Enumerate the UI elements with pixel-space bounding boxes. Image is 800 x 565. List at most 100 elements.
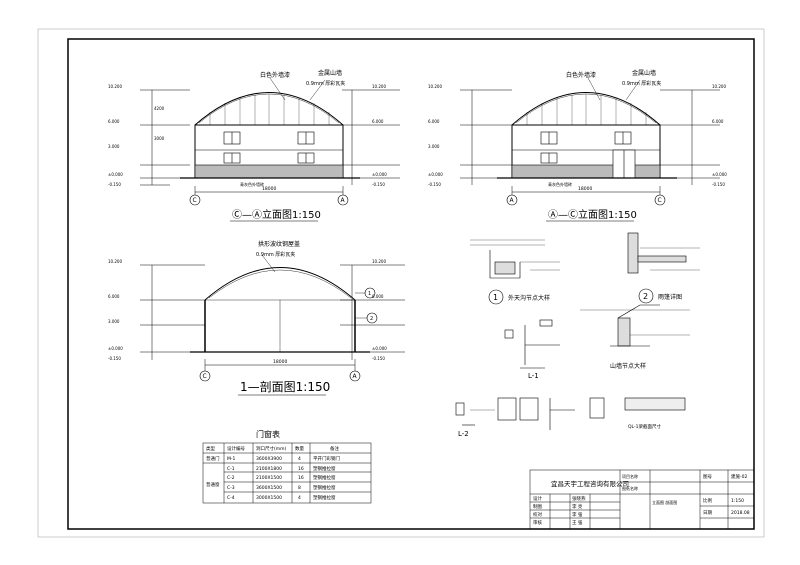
sec-callout-2: 2 (370, 316, 373, 322)
ac-axis-left: A (510, 197, 515, 204)
ac-wall-note: 白色外墙漆 (566, 71, 596, 79)
table-row-size: 3000X1500 (256, 495, 282, 501)
table-row-remark: 塑钢推拉窗 (313, 494, 336, 501)
field-scale: 比例 (703, 497, 712, 504)
elevation-a-c (460, 77, 720, 206)
table-row-qty: 4 (298, 456, 301, 462)
ac-base-note: 青灰色外墙砖 (548, 181, 572, 187)
beam-note: QL-1梁截面尺寸 (628, 423, 661, 430)
ac-axis-right: C (658, 197, 662, 204)
ac-level-top-r: 10.200 (712, 84, 726, 89)
table-row-qty: 16 (298, 466, 304, 472)
ca-level-neg-r: -0.150 (372, 182, 385, 187)
sec-roof-note-1: 拱形波纹钢屋盖 (258, 240, 300, 248)
role-design: 设计 (533, 495, 542, 502)
sign-draft: 李 亮 (572, 503, 583, 510)
value-drawing-no: 建施-02 (731, 473, 747, 480)
detail1-label: 1 (493, 293, 498, 302)
ca-roof-note-1: 金属山墙 (318, 69, 342, 77)
th-qty: 数量 (295, 445, 304, 452)
table-row-size: 3600X1500 (256, 485, 282, 491)
ac-level-6: 6.000 (428, 119, 440, 124)
door-window-table (202, 442, 372, 504)
field-date: 日期 (703, 510, 712, 516)
ac-level-neg-r: -0.150 (712, 182, 725, 187)
role-draft: 制图 (533, 503, 542, 510)
table-row-qty: 8 (298, 485, 301, 491)
title-block (529, 469, 755, 530)
drawing-frame (67, 38, 755, 530)
company-name: 宜昌天宇工程咨询有限公司 (551, 479, 629, 488)
l1-title: L-1 (528, 372, 539, 380)
th-size: 洞口尺寸(mm) (256, 445, 287, 452)
sec-view-title: 1—剖面图1:150 (240, 380, 330, 394)
drawing-label: 图纸名称 (622, 485, 638, 491)
value-scale: 1:150 (731, 498, 744, 504)
ac-roof-note-2: 0.9mm 厚彩瓦夹 (622, 80, 661, 87)
table-row-remark: 塑钢推拉窗 (313, 465, 336, 472)
table-row-size: 3600X3900 (256, 456, 282, 462)
sec-level-neg: -0.150 (108, 356, 121, 361)
sec-roof-note-2: 0.9mm 厚彩瓦夹 (256, 251, 295, 258)
th-remark: 备注 (330, 445, 339, 452)
ca-level-3: 3.000 (108, 144, 120, 149)
ca-axis-right: A (341, 197, 346, 204)
value-date: 2018.08 (731, 510, 750, 516)
detail-canopy (627, 232, 700, 304)
ac-view-title: Ⓐ—Ⓒ立面图1:150 (548, 208, 637, 221)
table-row-size: 2100X1500 (256, 475, 282, 481)
ca-dimension: 18000 (262, 186, 276, 192)
ca-step-1: 4200 (154, 106, 165, 111)
ac-level-0-r: ±0.000 (712, 172, 727, 177)
sec-level-6: 6.000 (108, 294, 120, 299)
sec-axis-right: A (353, 373, 358, 380)
detail2-title: 雨篷详图 (658, 293, 682, 301)
table-row-code: C-1 (227, 466, 235, 472)
table-row-qty: 16 (298, 475, 304, 481)
ac-level-3: 3.000 (428, 144, 440, 149)
section-1-1 (140, 254, 405, 382)
ca-level-neg: -0.150 (108, 182, 121, 187)
door-window-table-title: 门窗表 (256, 429, 280, 439)
table-row-code: C-3 (227, 485, 235, 491)
ac-level-0: ±0.000 (428, 172, 443, 177)
table-row-code: C-2 (227, 475, 235, 481)
detail-gutter (470, 239, 560, 305)
sec-level-0: ±0.000 (108, 346, 123, 351)
ca-level-6-r: 6.000 (372, 119, 384, 124)
detail2-label: 2 (643, 292, 648, 301)
sec-level-top: 10.200 (108, 259, 122, 264)
detail1-title: 外天沟节点大样 (508, 294, 550, 302)
sec-callout-1: 1 (368, 291, 371, 297)
elevation-c-a (140, 77, 400, 206)
ac-level-neg: -0.150 (428, 182, 441, 187)
table-row-type: 普通门 (206, 455, 220, 462)
ca-level-top: 10.200 (108, 84, 122, 89)
field-drawing-no: 图号 (703, 474, 712, 480)
table-row-remark: 塑钢推拉窗 (313, 474, 336, 481)
ca-axis-left: C (193, 197, 197, 204)
sign-check: 李 强 (572, 511, 583, 518)
ac-roof-note-1: 金属山墙 (632, 69, 656, 77)
ac-level-6-r: 6.000 (712, 119, 724, 124)
table-row-remark: 平开门彩钢门 (313, 455, 340, 462)
sheet-trim-line (37, 28, 765, 538)
sec-dimension: 18000 (273, 359, 287, 365)
ca-wall-note: 白色外墙漆 (260, 71, 290, 79)
role-review: 审核 (533, 519, 542, 526)
th-type: 类型 (206, 445, 215, 452)
wall-detail-title: 山墙节点大样 (610, 362, 646, 370)
sec-axis-left: C (203, 373, 207, 380)
sign-review: 王 强 (572, 520, 583, 526)
ca-level-6: 6.000 (108, 119, 120, 124)
ca-base-note: 青灰色外墙砖 (240, 181, 264, 187)
th-code: 设计编号 (227, 445, 245, 452)
ac-dimension: 18000 (578, 186, 592, 192)
ca-step-2: 3000 (154, 136, 165, 141)
sec-level-top-r: 10.200 (372, 259, 386, 264)
detail-l1 (504, 319, 560, 369)
detail-gable-wall (580, 304, 690, 347)
sec-level-3: 3.000 (108, 319, 120, 324)
sec-level-0-r: ±0.000 (372, 346, 387, 351)
